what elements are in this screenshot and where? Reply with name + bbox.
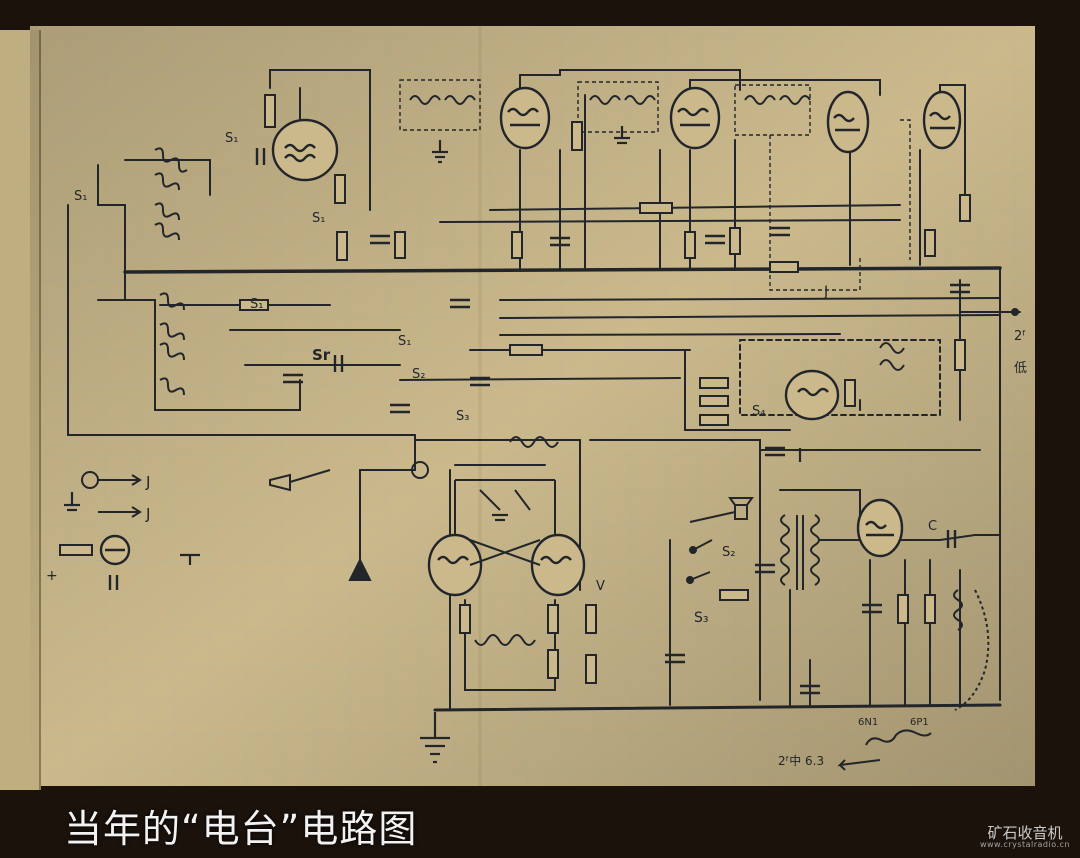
tube-6n1-right (530, 533, 586, 597)
label-s1-a: S₁ (225, 131, 238, 146)
tube-headphone (99, 534, 131, 566)
coils (154, 95, 963, 646)
label-6n1: 6N1 (858, 717, 878, 728)
speaker-cone (728, 497, 754, 506)
tube-s4 (784, 369, 840, 421)
ground-symbols (64, 126, 802, 764)
antenna-symbol (348, 557, 372, 581)
tube-5 (922, 90, 962, 150)
misc-symbols (81, 308, 1019, 771)
label-filament: 2ᶠ中 6.3 (778, 753, 824, 768)
tube-3 (669, 86, 721, 150)
label-output-1: 2ᶠ (1014, 329, 1026, 344)
filament-connector (865, 729, 932, 746)
tube-2 (499, 86, 551, 150)
tube-output (856, 498, 904, 558)
resistors (59, 94, 971, 684)
label-plus: + (46, 568, 58, 584)
label-output-2: 低 (1014, 361, 1027, 376)
label-s2-b: S₂ (722, 545, 735, 560)
label-v: V (596, 579, 605, 594)
capacitors (108, 148, 970, 695)
label-s1-c: S₁ (312, 211, 325, 226)
label-s3-a: S₃ (456, 409, 469, 424)
label-s1-d: S₁ (250, 297, 263, 312)
tube-1 (271, 118, 339, 182)
antenna-input (269, 473, 291, 492)
b-plus-bus (123, 266, 1002, 274)
watermark-url: www.crystalradio.cn (979, 840, 1070, 850)
label-6p1: 6P1 (910, 717, 929, 728)
label-c: C (928, 519, 937, 534)
label-j-jack: J (823, 284, 828, 300)
label-s1-b: S₁ (74, 189, 87, 204)
label-sr: Sr (312, 346, 331, 364)
shield-boxes (399, 79, 911, 291)
watermark: 矿石收音机 www.crystalradio.cn (979, 823, 1070, 850)
label-s2-a: S₂ (412, 367, 425, 382)
label-s4: S₄ (752, 404, 765, 419)
hand-labels: S₁ S₁ S₁ S₁ Sr S₂ S₃ S₁ S₄ J J J + V S₂ … (46, 131, 1027, 768)
label-s3-b: S₃ (694, 610, 709, 626)
label-j-top: J (145, 473, 150, 491)
cross-coupling (454, 479, 556, 566)
tube-6n1-left (427, 533, 483, 597)
watermark-main: 矿石收音机 (987, 823, 1063, 842)
ground-bus (433, 703, 1002, 712)
photo-caption: 当年的“电台”电路图 (64, 807, 418, 851)
label-j-bottom: J (145, 505, 150, 523)
label-s1-e: S₁ (398, 334, 411, 349)
vacuum-tubes (99, 86, 962, 597)
tube-4 (826, 90, 870, 154)
